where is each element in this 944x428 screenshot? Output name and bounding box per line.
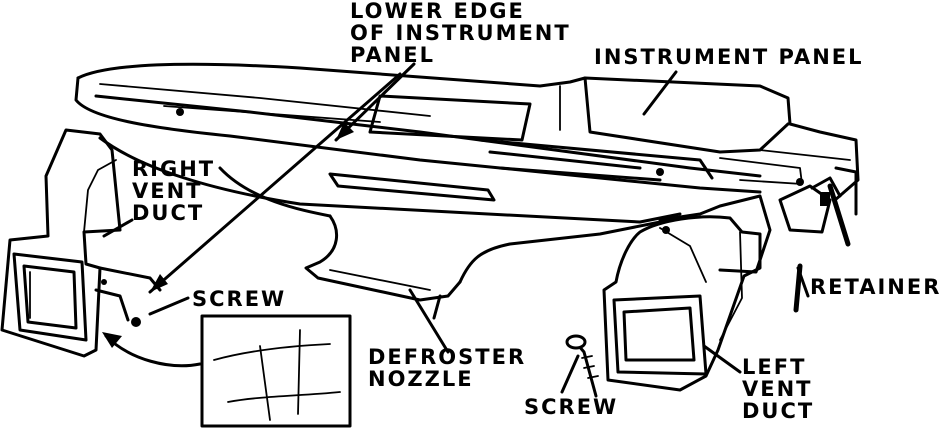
label-left-vent-duct: LEFT VENT DUCT (742, 356, 814, 422)
label-right-vent-duct: RIGHT VENT DUCT (132, 158, 215, 224)
label-right-vent-duct-line1: RIGHT (132, 157, 216, 181)
label-left-vent-duct-line3: DUCT (742, 399, 815, 423)
label-defroster-nozzle-line1: DEFROSTER (368, 345, 527, 369)
leader-lines (102, 62, 810, 394)
label-defroster-nozzle-line2: NOZZLE (368, 367, 474, 391)
left-vent-duct-shape (602, 215, 762, 392)
label-left-vent-duct-line2: VENT (742, 377, 813, 401)
label-lower-edge-line3: PANEL (350, 43, 436, 67)
label-defroster-nozzle: DEFROSTER NOZZLE (368, 346, 526, 390)
label-screw-left: SCREW (524, 395, 619, 419)
label-left-vent-duct-line1: LEFT (742, 355, 807, 379)
label-retainer: RETAINER (810, 275, 942, 299)
label-instrument-panel: INSTRUMENT PANEL (594, 45, 864, 69)
label-right-vent-duct-line3: DUCT (132, 201, 205, 225)
detail-inset (200, 314, 352, 428)
label-right-vent-duct-line2: VENT (132, 179, 203, 203)
label-lower-edge: LOWER EDGE OF INSTRUMENT PANEL (350, 0, 571, 66)
right-vent-duct-shape (0, 128, 162, 358)
label-lower-edge-line2: OF INSTRUMENT (350, 21, 571, 45)
screw-left-icon (565, 334, 599, 398)
label-lower-edge-line1: LOWER EDGE (350, 0, 525, 23)
instrument-panel-shape (74, 62, 860, 202)
label-screw-right: SCREW (192, 287, 287, 311)
defroster-nozzle-shape (98, 136, 772, 320)
